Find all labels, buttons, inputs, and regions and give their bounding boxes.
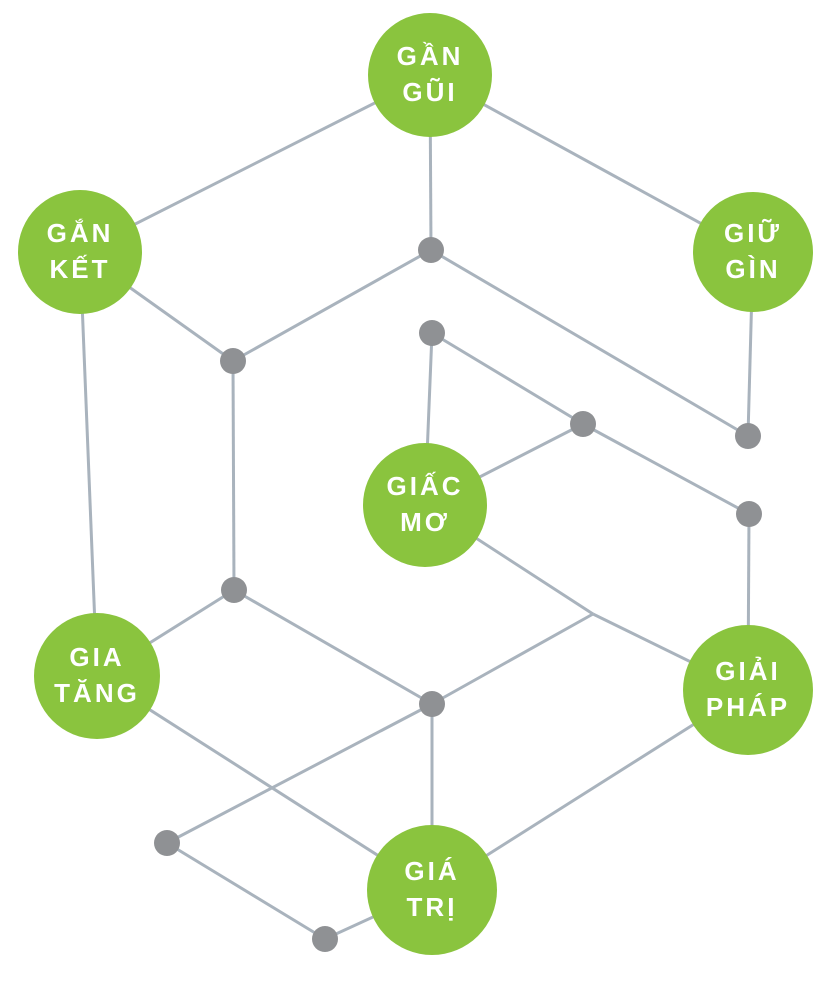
node-circle-giu-gin (693, 192, 813, 312)
node-circle-gia-tri (367, 825, 497, 955)
node-circle-gia-tang (34, 613, 160, 739)
edge-gan-gui-gan-ket (79, 73, 431, 254)
junction-dot-d8 (419, 691, 445, 717)
edge-d7-d8 (233, 588, 433, 706)
edge-d1-d5 (430, 248, 749, 438)
junction-dot-d6 (736, 501, 762, 527)
edge-gia-tang-gia-tri (96, 674, 433, 892)
junction-dot-d2 (220, 348, 246, 374)
junction-dot-d5 (735, 423, 761, 449)
node-circle-giai-phap (683, 625, 813, 755)
edge-d2-d7 (231, 360, 236, 591)
junction-dot-d7 (221, 577, 247, 603)
edge-gan-ket-gia-tang (78, 251, 99, 677)
edge-d3-d4 (431, 331, 584, 426)
junction-dot-d10 (312, 926, 338, 952)
edge-d8-j1 (431, 612, 594, 706)
edge-d8-d9 (166, 702, 433, 845)
node-circle-gan-gui (368, 13, 492, 137)
junction-dot-d3 (419, 320, 445, 346)
edge-d1-d2 (232, 248, 432, 363)
edge-d4-d6 (582, 422, 750, 516)
edge-d9-d10 (166, 841, 326, 941)
junction-dot-d4 (570, 411, 596, 437)
node-circle-giac-mo (363, 443, 487, 567)
junction-dot-d9 (154, 830, 180, 856)
node-circle-gan-ket (18, 190, 142, 314)
junction-dot-d1 (418, 237, 444, 263)
